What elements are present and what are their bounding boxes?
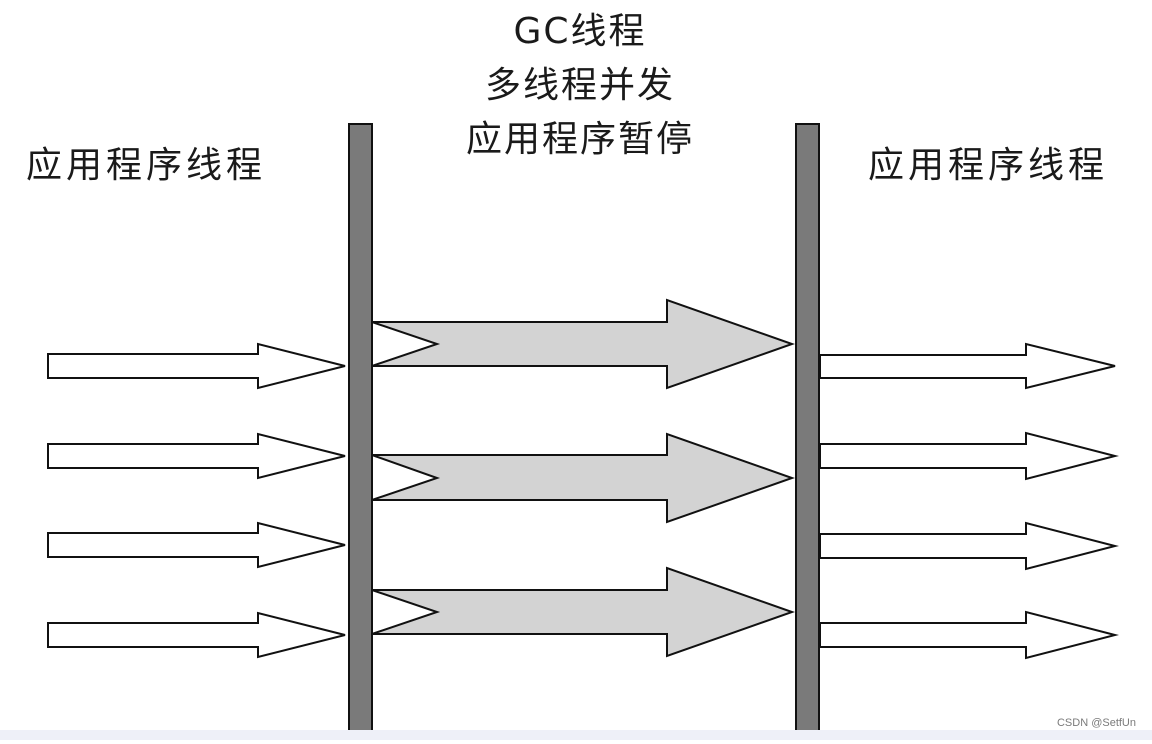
gc-thread-title: GC线程 — [513, 11, 647, 52]
app-thread-arrow — [47, 611, 346, 659]
left-app-thread-arrows — [47, 342, 346, 659]
bottom-strip — [0, 730, 1152, 740]
gc-thread-arrow — [371, 566, 796, 658]
right-barrier-bar — [795, 123, 820, 735]
left-app-thread-label: 应用程序线程 — [26, 145, 267, 186]
app-thread-arrow — [819, 342, 1116, 390]
app-thread-arrow — [819, 521, 1119, 571]
left-barrier-bar — [348, 123, 373, 735]
app-thread-arrow — [819, 431, 1119, 481]
right-app-thread-label: 应用程序线程 — [868, 145, 1109, 186]
app-thread-arrow — [47, 521, 346, 569]
right-app-thread-arrows — [819, 342, 1119, 660]
app-thread-arrow — [819, 610, 1119, 660]
csdn-watermark: CSDN @SetfUn — [1056, 717, 1136, 729]
gc-thread-arrows — [371, 298, 796, 658]
gc-app-pause-label: 应用程序暂停 — [465, 119, 694, 160]
gc-thread-arrow — [371, 432, 796, 524]
gc-multithread-concurrent-label: 多线程并发 — [484, 65, 675, 106]
app-thread-arrow — [47, 432, 346, 480]
app-thread-arrow — [47, 342, 346, 390]
gc-thread-arrow — [371, 298, 796, 390]
